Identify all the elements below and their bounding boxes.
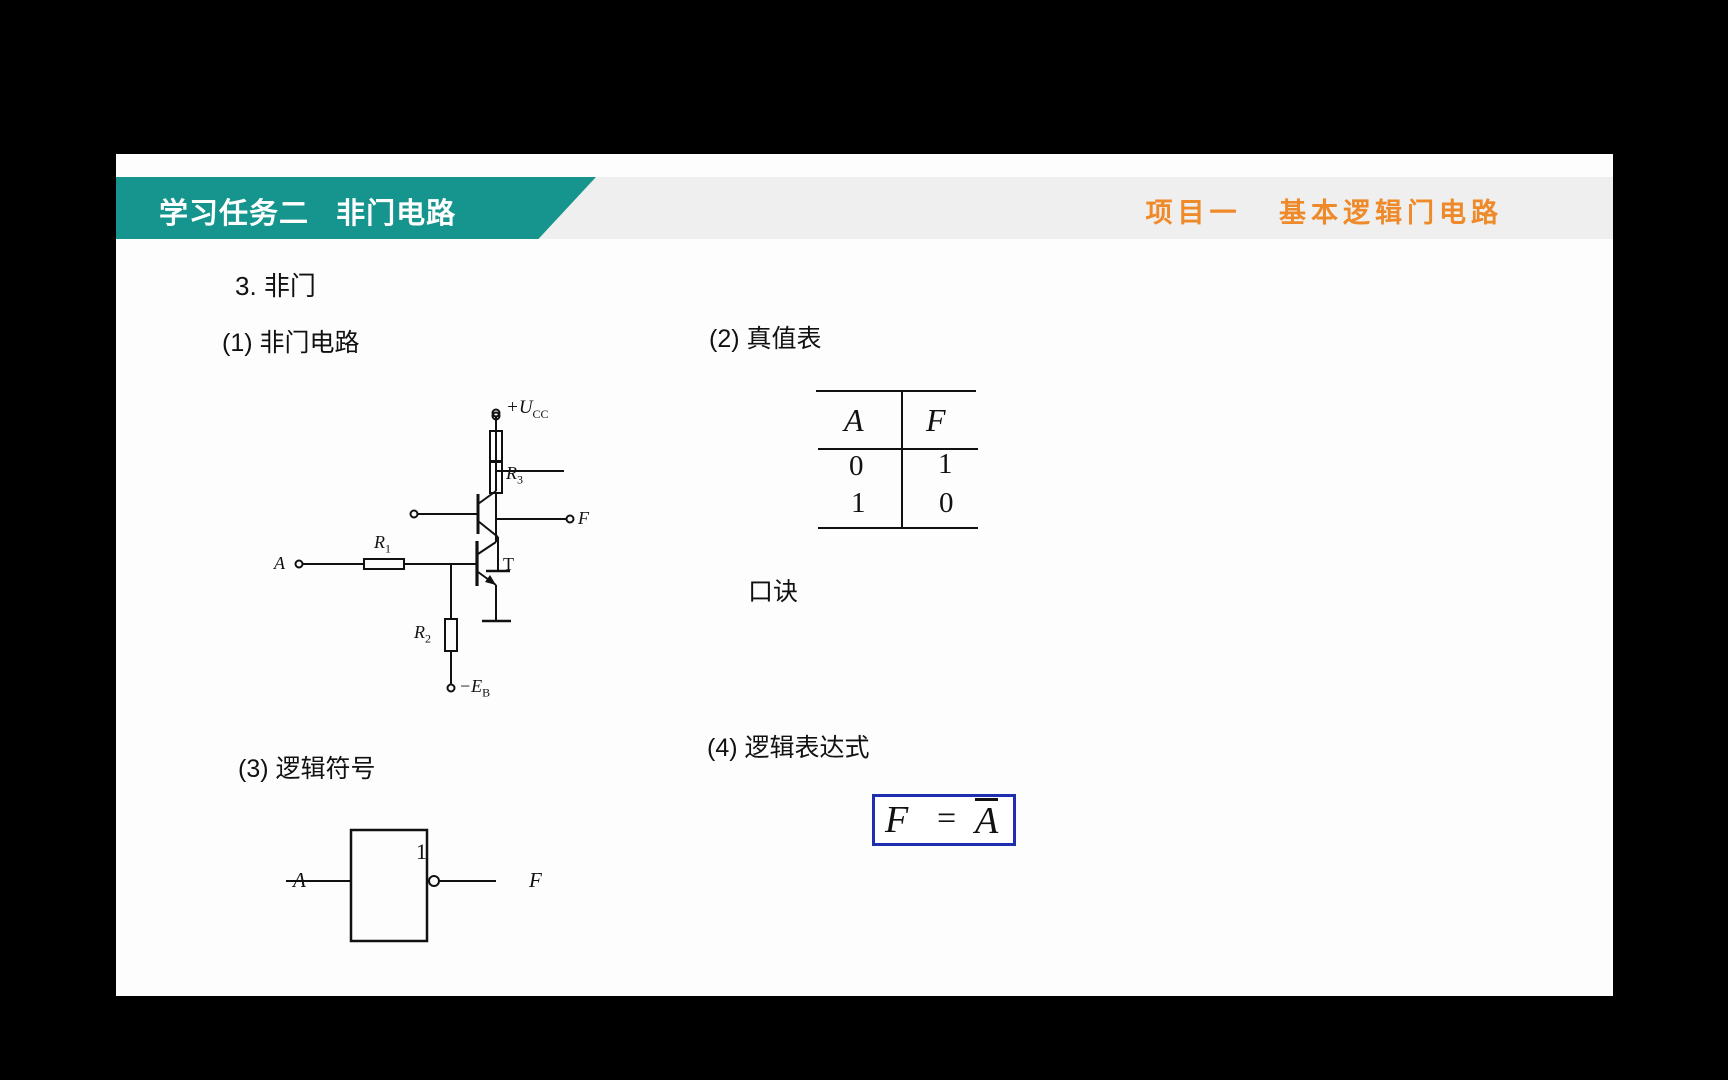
emitter-arrow [485, 575, 496, 585]
symbol-output-f-label: F [529, 868, 542, 892]
expression-lhs: F [885, 799, 909, 841]
circuit-input-a-label: A [274, 553, 285, 573]
eb-label: −EB [459, 676, 491, 700]
r1-body [363, 558, 405, 570]
vcc-label: +UCC [506, 397, 549, 421]
symbol-input-a-label: A [293, 868, 306, 892]
vcc-terminal-node [491, 408, 501, 418]
gate-label: 1 [416, 839, 427, 864]
expression-heading: (4) 逻辑表达式 [707, 734, 870, 762]
truth-table-heading: (2) 真值表 [709, 325, 822, 353]
truth-table-cell: 0 [849, 450, 864, 482]
eb-terminal [446, 683, 456, 693]
truth-table-cell: 1 [851, 487, 866, 519]
truth-table-header-a: A [844, 402, 864, 438]
circuit-output-f-label: F [578, 508, 589, 528]
gate-body [349, 828, 429, 943]
symbol-heading: (3) 逻辑符号 [238, 755, 376, 783]
r2-body [444, 618, 458, 652]
truth-table-cell: 0 [939, 487, 954, 519]
truth-table-cell: 1 [938, 448, 953, 480]
input-terminal [409, 509, 419, 519]
circuit-heading: (1) 非门电路 [222, 329, 360, 357]
slide: 学习任务二 非门电路 项目一 基本逻辑门电路 3. 非门 (1) 非门电路 [116, 154, 1613, 996]
r3-label: R3 [506, 463, 523, 487]
output-terminal [565, 514, 575, 524]
header-accent [116, 177, 596, 239]
transistor-label: T [503, 554, 514, 574]
expression-equals: = [937, 800, 957, 837]
expression-rhs-negated: A [975, 798, 999, 842]
circuit-wiring [294, 408, 575, 693]
r2-label: R2 [414, 622, 431, 646]
r1-label: R1 [374, 532, 391, 556]
task-title: 学习任务二 非门电路 [159, 198, 457, 230]
section-title: 3. 非门 [235, 271, 316, 301]
truth-table-header-f: F [926, 402, 946, 438]
not-gate-symbol [286, 828, 496, 943]
project-title: 项目一 基本逻辑门电路 [1145, 198, 1503, 228]
inversion-bubble [428, 875, 440, 887]
input-a-terminal [294, 559, 304, 569]
truth-table-lines [816, 390, 978, 529]
logic-expression-box: F = A [872, 794, 1016, 846]
r3-body [489, 461, 503, 494]
mnemonic-label: 口诀 [748, 578, 799, 606]
